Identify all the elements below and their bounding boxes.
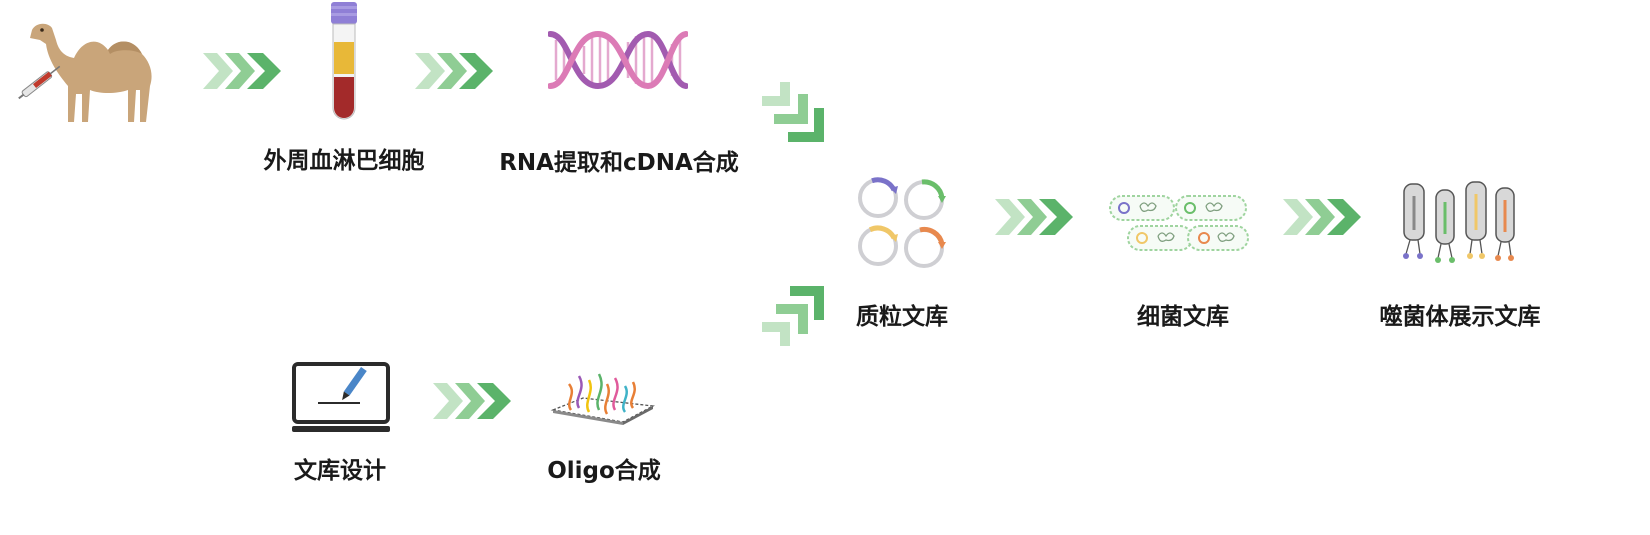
chevron-arrow-icon [415,53,493,89]
plasmid-library-icon [858,177,946,268]
camel-icon [18,23,152,122]
step-label-rna-cdna: RNA提取和cDNA合成 [499,150,739,176]
chevron-arrow-up-icon [762,286,824,346]
laptop-icon [292,362,390,432]
step-label-phage-display-library: 噬菌体展示文库 [1379,304,1541,330]
bacteria-library-icon [1109,195,1249,251]
chevron-arrow-icon [433,383,511,419]
chevron-arrow-icon [203,53,281,89]
step-label-oligo-synthesis: Oligo合成 [547,458,661,484]
step-label-pbmc: 外周血淋巴细胞 [263,148,425,174]
chevron-arrow-down-icon [762,82,824,142]
phage-display-icon [1403,181,1515,263]
chevron-arrow-icon [1283,199,1361,235]
step-label-bacterial-library: 细菌文库 [1137,304,1229,330]
chevron-arrow-icon [995,199,1073,235]
dna-helix-icon [548,30,688,90]
step-label-plasmid-library: 质粒文库 [856,304,948,330]
oligo-array-icon [550,373,655,425]
step-label-library-design: 文库设计 [294,458,386,484]
blood-tube-icon [331,2,357,120]
